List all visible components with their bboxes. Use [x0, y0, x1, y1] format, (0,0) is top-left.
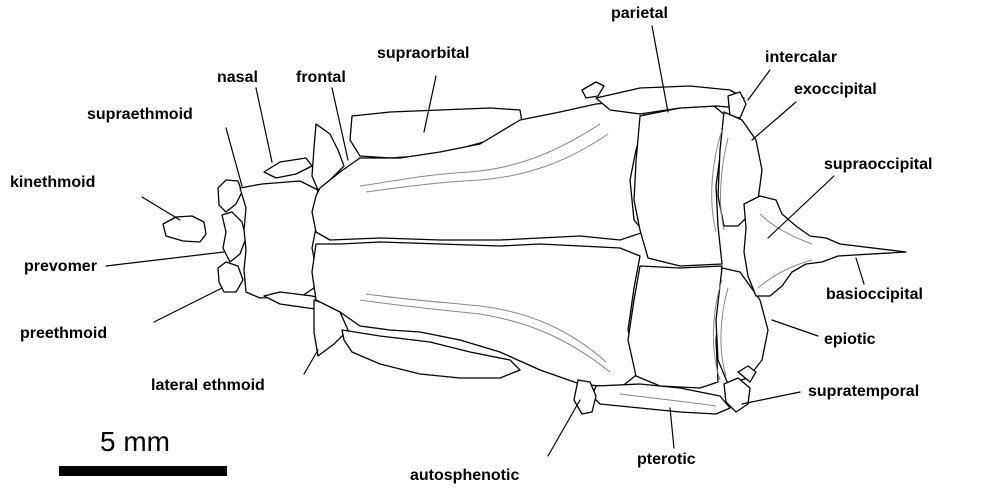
- label-basioccipital: basioccipital: [826, 287, 923, 303]
- label-supratemporal: supratemporal: [808, 384, 919, 400]
- parietal-lower-bone: [628, 266, 722, 388]
- label-autosphenotic: autosphenotic: [410, 468, 519, 484]
- parietal-cap-bone: [596, 86, 744, 114]
- label-pterotic: pterotic: [637, 452, 696, 468]
- label-kinethmoid: kinethmoid: [10, 175, 95, 191]
- label-lateral-ethmoid: lateral ethmoid: [151, 378, 265, 394]
- label-preethmoid: preethmoid: [20, 326, 107, 342]
- intercalar-bone: [728, 92, 746, 118]
- label-nasal: nasal: [217, 70, 258, 86]
- supraethmoid-bone: [240, 181, 318, 298]
- label-frontal: frontal: [296, 70, 346, 86]
- label-supraethmoid: supraethmoid: [87, 107, 193, 123]
- label-supraoccipital: supraoccipital: [824, 157, 932, 173]
- label-parietal: parietal: [611, 6, 668, 22]
- nub-upper-bone: [582, 82, 604, 98]
- label-intercalar: intercalar: [765, 50, 837, 66]
- label-prevomer: prevomer: [24, 259, 97, 275]
- kinethmoid-bone: [163, 216, 206, 242]
- label-epiotic: epiotic: [824, 332, 876, 348]
- label-exoccipital: exoccipital: [794, 82, 877, 98]
- label-supraorbital: supraorbital: [377, 46, 469, 62]
- scale-bar-label: 5 mm: [100, 428, 170, 456]
- prevomer-bone: [222, 212, 246, 262]
- preethmoid-upper-bone: [218, 180, 242, 212]
- scale-bar: [59, 466, 227, 476]
- supraoccipital-bone: [744, 196, 906, 296]
